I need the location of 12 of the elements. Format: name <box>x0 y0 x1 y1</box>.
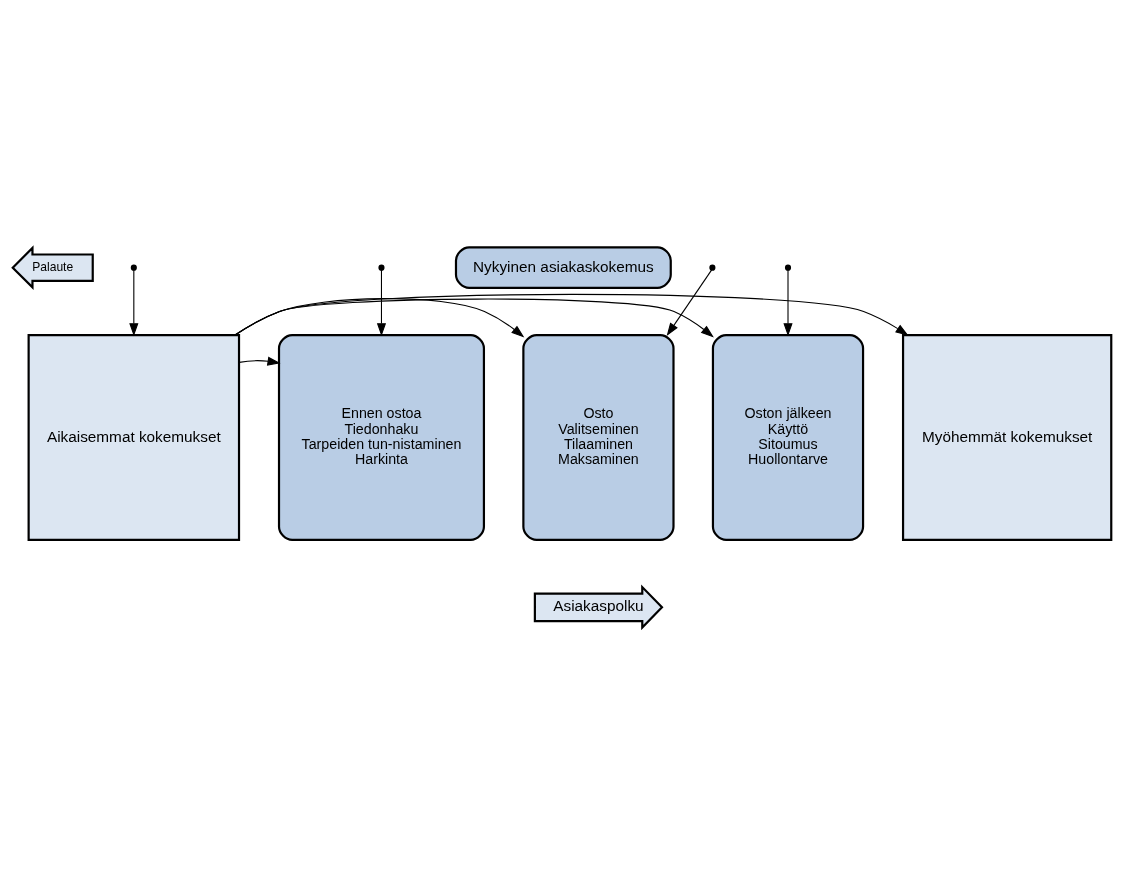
node-box: Ennen ostoa Tiedonhaku Tarpeiden tun-nistaminen Harkinta <box>277 333 486 541</box>
arrow <box>666 268 713 336</box>
node-box: Aikaisemmat kokemukset <box>27 333 241 541</box>
node-box: Oston jälkeen Käyttö Sitoumus Huollontarve <box>711 333 865 541</box>
arrow <box>376 268 387 336</box>
node-box: Myöhemmät kokemukset <box>901 333 1113 541</box>
arrow <box>783 268 793 336</box>
node-box: Osto Valitseminen Tilaaminen Maksaminen <box>522 333 675 541</box>
arrow <box>234 293 909 336</box>
arrow <box>129 268 139 336</box>
node-box: Nykyinen asiakaskokemus <box>454 245 672 289</box>
arrow <box>238 356 281 366</box>
